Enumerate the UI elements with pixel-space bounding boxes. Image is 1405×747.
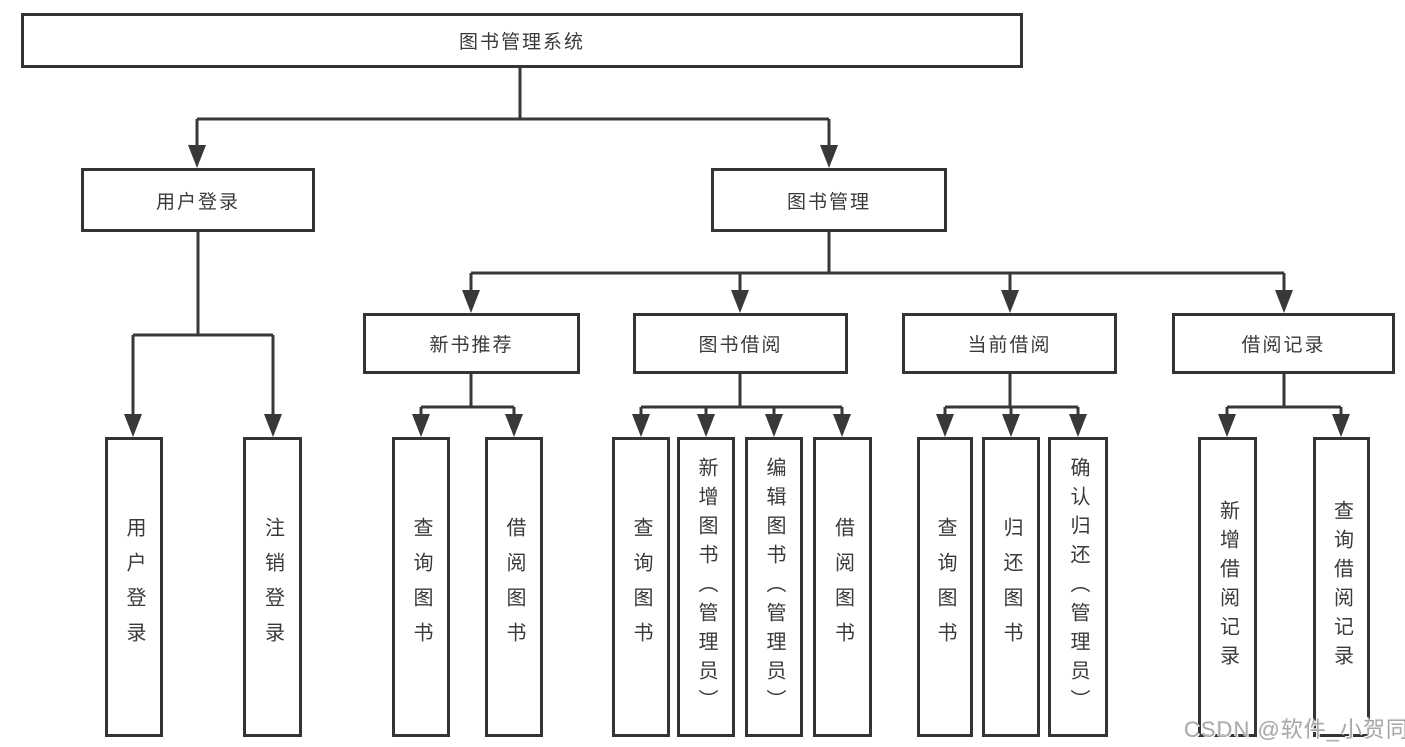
leaf-add-borrow-record-box: 新增借阅记录 [1198, 437, 1257, 737]
leaf-query-book-current-box: 查询图书 [917, 437, 973, 737]
group-current-borrow-box: 当前借阅 [902, 313, 1117, 374]
leaf-edit-book-admin-box: 编辑图书（管理员） [745, 437, 803, 737]
group-borrow-records-box: 借阅记录 [1172, 313, 1395, 374]
leaf-return-book-box: 归还图书 [982, 437, 1040, 737]
leaf-add-book-admin-box: 新增图书（管理员） [677, 437, 735, 737]
branch-user-login-box: 用户登录 [81, 168, 315, 232]
leaf-query-book-recommend-box: 查询图书 [392, 437, 450, 737]
leaf-user-login-box: 用户登录 [105, 437, 163, 737]
group-new-book-recommend-box: 新书推荐 [363, 313, 580, 374]
leaf-borrow-book-box: 借阅图书 [813, 437, 872, 737]
leaf-logout-box: 注销登录 [243, 437, 302, 737]
csdn-watermark: CSDN @软件_小贺同学 [1184, 717, 1405, 742]
group-book-borrow-box: 图书借阅 [633, 313, 848, 374]
leaf-borrow-book-recommend-box: 借阅图书 [485, 437, 543, 737]
leaf-query-book-borrow-box: 查询图书 [612, 437, 670, 737]
leaf-query-borrow-record-box: 查询借阅记录 [1313, 437, 1370, 737]
leaf-confirm-return-admin-box: 确认归还（管理员） [1048, 437, 1108, 737]
branch-book-management-box: 图书管理 [711, 168, 947, 232]
root-library-system-box: 图书管理系统 [21, 13, 1023, 68]
